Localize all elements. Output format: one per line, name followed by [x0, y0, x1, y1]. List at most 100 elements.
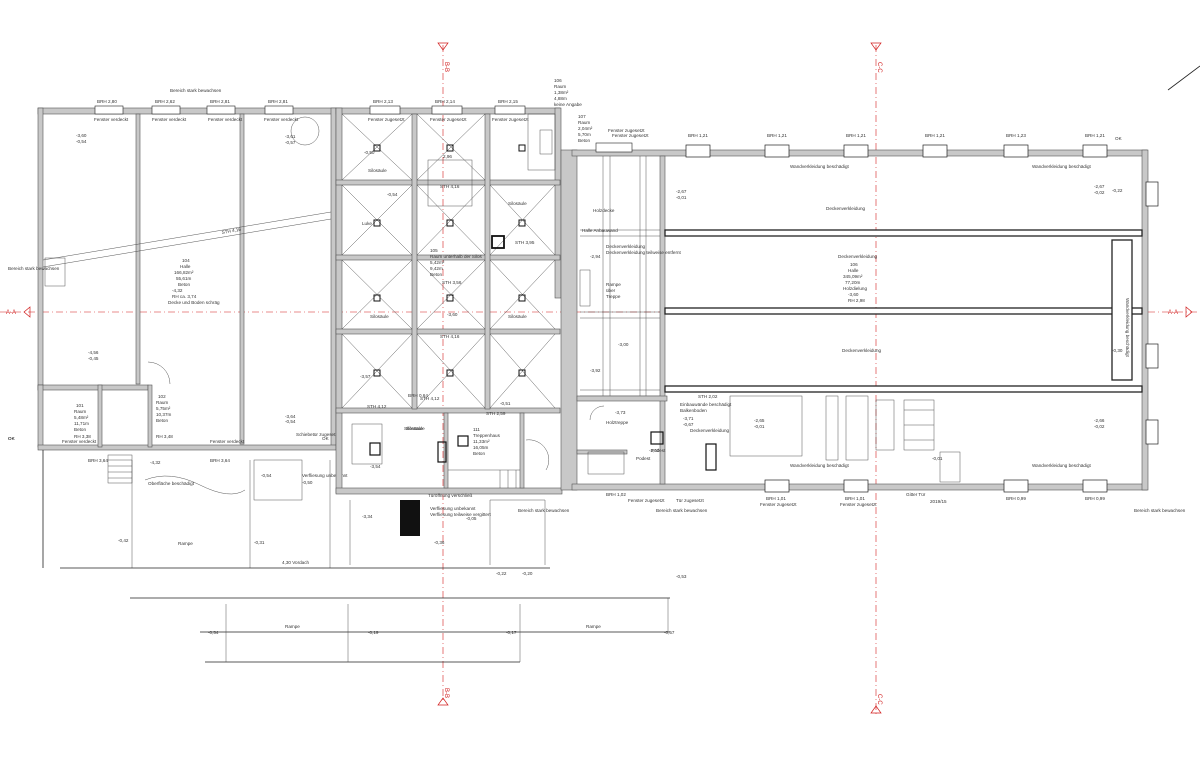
svg-text:BRH 2,81: BRH 2,81	[268, 99, 288, 104]
svg-text:STH 4,16: STH 4,16	[221, 227, 241, 235]
svg-text:-0,01: -0,01	[932, 456, 943, 461]
svg-text:BRH 3,64: BRH 3,64	[88, 458, 108, 463]
svg-text:-0,01: -0,01	[754, 424, 765, 429]
svg-text:STH 2,59: STH 2,59	[486, 411, 506, 416]
silo-cells	[341, 113, 556, 409]
svg-text:STH 3,56: STH 3,56	[442, 280, 462, 285]
silo-labels: Silosäule 2,96 STH 4,16 Silosäule STH 3,…	[360, 150, 535, 409]
svg-text:STH 4,16: STH 4,16	[440, 184, 460, 189]
svg-text:111: 111	[473, 427, 480, 432]
svg-text:STH 2,02: STH 2,02	[698, 394, 718, 399]
svg-text:-0,57: -0,57	[285, 140, 296, 145]
svg-text:-0,30: -0,30	[1112, 348, 1123, 353]
svg-text:Fenster zugesetzt: Fenster zugesetzt	[760, 502, 797, 507]
svg-text:Halle Anbauwand: Halle Anbauwand	[582, 228, 618, 233]
svg-text:-0,57: -0,57	[664, 630, 675, 635]
svg-text:OK: OK	[8, 436, 16, 441]
svg-text:Podest: Podest	[636, 456, 651, 461]
svg-text:-2,67: -2,67	[676, 189, 687, 194]
axis-marker-aa-right: A-A	[1168, 306, 1193, 318]
svg-text:-2,65: -2,65	[754, 418, 765, 423]
svg-text:5,42m²: 5,42m²	[430, 260, 445, 265]
svg-text:Silosäule: Silosäule	[368, 168, 387, 173]
svg-text:Wandverkleidung beschädigt: Wandverkleidung beschädigt	[1032, 164, 1092, 169]
svg-text:77,20m: 77,20m	[845, 280, 860, 285]
svg-text:Schiebetür zugesetzt: Schiebetür zugesetzt	[296, 432, 340, 437]
svg-text:Wandverkleidung beschädigt: Wandverkleidung beschädigt	[790, 164, 850, 169]
svg-text:Silosäule: Silosäule	[508, 314, 527, 319]
svg-text:16,05m: 16,05m	[473, 445, 488, 450]
svg-text:-2,94: -2,94	[590, 254, 601, 259]
svg-text:Raum: Raum	[74, 409, 86, 414]
svg-text:BRH 1,21: BRH 1,21	[925, 133, 945, 138]
axis-marker-aa-left: A-A	[6, 306, 31, 318]
svg-text:BRH 0,99: BRH 0,99	[1085, 496, 1105, 501]
svg-text:-0,31: -0,31	[254, 540, 265, 545]
svg-text:-0,67: -0,67	[683, 422, 694, 427]
svg-text:5,75m²: 5,75m²	[156, 406, 171, 411]
silo-top-openings: BRH 2,13 BRH 2,14 BRH 2,15 Fenster zuges…	[368, 99, 529, 122]
svg-text:Fenster zugesetzt: Fenster zugesetzt	[628, 498, 665, 503]
svg-text:Wandverkleidung beschädigt: Wandverkleidung beschädigt	[790, 463, 850, 468]
svg-text:STH 4,12: STH 4,12	[367, 404, 387, 409]
svg-text:Silosäule: Silosäule	[406, 426, 425, 431]
svg-text:-0,02: -0,02	[1094, 190, 1105, 195]
svg-text:Halle: Halle	[848, 268, 859, 273]
svg-text:Silosäule: Silosäule	[404, 426, 423, 431]
svg-text:Decke und Boden schräg: Decke und Boden schräg	[168, 300, 220, 305]
svg-text:-2,67: -2,67	[1094, 184, 1105, 189]
svg-text:BRH 0,64: BRH 0,64	[408, 393, 428, 398]
svg-text:-4,56: -4,56	[88, 350, 99, 355]
svg-text:Raum: Raum	[156, 400, 168, 405]
svg-text:1,38m²: 1,38m²	[554, 90, 569, 95]
svg-text:-3,00: -3,00	[618, 342, 629, 347]
svg-text:Bereich stark bewachsen: Bereich stark bewachsen	[1134, 508, 1186, 513]
svg-text:-0,02: -0,02	[1094, 424, 1105, 429]
svg-text:-0,45: -0,45	[88, 356, 99, 361]
svg-text:106: 106	[850, 262, 858, 267]
svg-text:C-C: C-C	[876, 62, 882, 73]
svg-text:-0,50: -0,50	[364, 150, 375, 155]
svg-text:Deckenverkleidung: Deckenverkleidung	[842, 348, 882, 353]
svg-text:BRH 1,23: BRH 1,23	[1006, 133, 1026, 138]
svg-text:105: 105	[430, 248, 438, 253]
svg-text:RH ca. 3,74: RH ca. 3,74	[172, 294, 197, 299]
svg-text:345,09m²: 345,09m²	[843, 274, 863, 279]
svg-text:Einbauwände beschädigt: Einbauwände beschädigt	[680, 402, 732, 407]
axis-marker-bb-top: B-B	[437, 42, 449, 72]
east-annotations-outside: Bereich stark bewachsen Bereich stark be…	[612, 133, 1186, 513]
svg-text:-0,36: -0,36	[434, 540, 445, 545]
west-forecourt: Oberfläche beschädigt Rampe Rampe Rampe …	[8, 436, 687, 663]
svg-text:55,61m: 55,61m	[176, 276, 191, 281]
north-arrow-line	[1167, 65, 1200, 91]
svg-text:Beton: Beton	[156, 418, 168, 423]
east-hall-racks	[729, 395, 935, 461]
svg-text:Gitter Tür: Gitter Tür	[906, 492, 926, 497]
svg-text:BRH 0,99: BRH 0,99	[1006, 496, 1026, 501]
svg-text:Luke: Luke	[362, 221, 372, 226]
west-hall-windows: BRH 2,80 BRH 2,62 BRH 2,81 BRH 2,81 Fens…	[94, 99, 299, 122]
svg-text:BRH 1,02: BRH 1,02	[606, 492, 626, 497]
svg-text:Verfliesung unbekannt: Verfliesung unbekannt	[302, 473, 348, 478]
svg-text:BRH 1,01: BRH 1,01	[766, 496, 786, 501]
svg-text:RH 3,38: RH 3,38	[74, 434, 91, 439]
svg-text:Beton: Beton	[178, 282, 190, 287]
svg-text:Fenster zugesetzt: Fenster zugesetzt	[368, 117, 405, 122]
svg-text:9,42m: 9,42m	[430, 266, 443, 271]
svg-text:-0,53: -0,53	[676, 574, 687, 579]
axis-marker-bb-bottom: B-B	[437, 688, 449, 706]
svg-text:Halle: Halle	[180, 264, 191, 269]
svg-text:Beton: Beton	[430, 272, 442, 277]
svg-text:Rampe: Rampe	[606, 282, 621, 287]
svg-text:-0,54: -0,54	[76, 139, 87, 144]
svg-text:Deckenverkleidung: Deckenverkleidung	[838, 254, 878, 259]
svg-text:101: 101	[76, 403, 84, 408]
svg-text:RH 2,98: RH 2,98	[848, 298, 865, 303]
svg-text:Wandverkleidung beschädigt: Wandverkleidung beschädigt	[1032, 463, 1092, 468]
svg-text:BRH 2,81: BRH 2,81	[210, 99, 230, 104]
svg-text:-2,66: -2,66	[1094, 418, 1105, 423]
svg-text:-3,54: -3,54	[370, 464, 381, 469]
east-hall-labels: Deckenverkleidung Deckenverkleidung 106 …	[8, 136, 1123, 461]
svg-text:Treppenhaus: Treppenhaus	[473, 433, 501, 438]
